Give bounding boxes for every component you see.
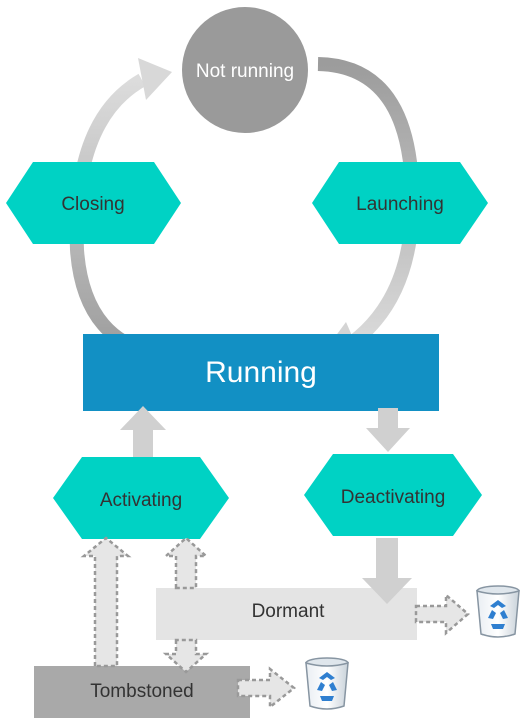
running-state: Running [83, 334, 439, 411]
running-to-deactivating-arrow [366, 408, 410, 452]
not-running-label: Not running [196, 61, 294, 82]
deactivating-to-dormant-arrow [362, 538, 412, 604]
dormant-to-bin-arrow [414, 592, 470, 636]
closing-label: Closing [61, 194, 124, 215]
closing-state: Closing [6, 162, 181, 244]
recycle-bin-icon [476, 585, 520, 638]
launching-state: Launching [312, 162, 488, 244]
recycle-bin-icon [305, 657, 349, 710]
tombstoned-to-activating-arrow [80, 536, 132, 668]
tombstoned-state: Tombstoned [34, 666, 250, 718]
dormant-state: Dormant [156, 588, 417, 640]
not-running-state: Not running [182, 7, 308, 133]
activating-label: Activating [100, 490, 182, 511]
dormant-to-tombstoned-arrow [162, 638, 210, 674]
launching-label: Launching [356, 194, 444, 215]
tombstoned-label: Tombstoned [90, 681, 194, 702]
dormant-to-activating-arrow [162, 536, 210, 590]
activating-to-running-arrow [120, 406, 166, 460]
activating-state: Activating [53, 457, 229, 539]
dormant-label: Dormant [252, 601, 326, 622]
running-label: Running [205, 356, 317, 389]
deactivating-state: Deactivating [304, 454, 482, 536]
deactivating-label: Deactivating [341, 487, 446, 508]
tombstoned-to-bin-arrow [236, 666, 297, 710]
